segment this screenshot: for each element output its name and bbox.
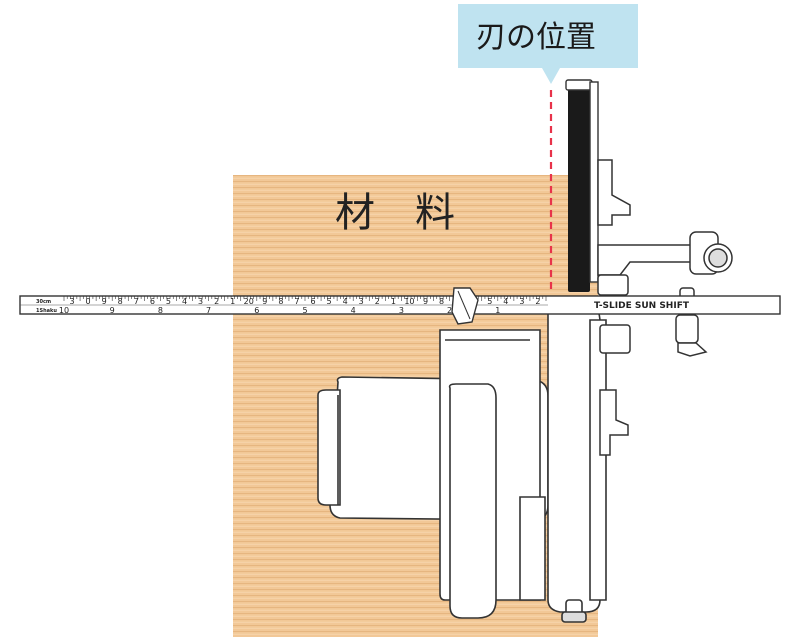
ruler-shaku-label: 1	[495, 306, 500, 315]
ruler-shaku-label: 4	[351, 306, 356, 315]
ruler-shaku-label: 7	[206, 306, 211, 315]
ruler-brand: T-SLIDE SUN SHIFT	[594, 301, 690, 311]
ruler-tick-label: 2	[535, 297, 540, 306]
ruler-tick-label: 5	[166, 297, 171, 306]
ruler-tick-label: 8	[118, 297, 123, 306]
material-label: 材 料	[335, 190, 455, 236]
ruler-tick-label: 9	[102, 297, 107, 306]
ruler-scale-top: 30987654321209876543211098765432	[69, 297, 540, 306]
saw-blade	[565, 79, 599, 292]
ruler-unit-bottom: 1Shaku	[36, 308, 57, 314]
saw-motor	[317, 329, 549, 619]
ruler-tick-label: 20	[244, 297, 254, 306]
ruler-tick-label: 6	[150, 297, 155, 306]
ruler-tick-label: 4	[182, 297, 187, 306]
ruler-shaku-label: 9	[110, 306, 115, 315]
ruler-shaku-label: 2	[447, 306, 452, 315]
ruler-shaku-label: 5	[302, 306, 307, 315]
ruler-tick-label: 8	[278, 297, 283, 306]
saw-base-edge	[451, 287, 479, 325]
guide-clamp-hardware	[597, 159, 733, 456]
ruler-tick-label: 9	[262, 297, 267, 306]
ruler-tick-label: 1	[230, 297, 235, 306]
ruler-tick-label: 3	[69, 297, 74, 306]
ruler-tick-label: 2	[214, 297, 219, 306]
ruler-tick-label: 9	[423, 297, 428, 306]
ruler-tick-label: 4	[503, 297, 508, 306]
ruler-scale-bottom: 10 9 8 7 6 5 4 3 2 1	[59, 306, 500, 315]
ruler-tick-label: 3	[519, 297, 524, 306]
ruler-tick-label: 1	[391, 297, 396, 306]
guide-ruler: 30987654321209876543211098765432 1098765…	[19, 287, 781, 325]
blade-position-callout: 刃の位置	[458, 4, 638, 290]
ruler-shaku-label: 10	[59, 306, 69, 315]
ruler-tick-label: 10	[404, 297, 414, 306]
ruler-tick-label: 7	[294, 297, 299, 306]
ruler-tick-label: 2	[375, 297, 380, 306]
saw-blade-guard	[547, 297, 607, 623]
callout-label: 刃の位置	[476, 20, 596, 55]
ruler-tick-label: 5	[487, 297, 492, 306]
ruler-unit-top: 30cm	[36, 299, 51, 305]
ruler-tick-label: 6	[310, 297, 315, 306]
ruler-ticks	[63, 296, 547, 301]
ruler-tick-label: 3	[359, 297, 364, 306]
ruler-tick-label: 7	[134, 297, 139, 306]
ruler-tick-label: 0	[86, 297, 91, 306]
ruler-tick-label: 4	[343, 297, 348, 306]
ruler-shaku-label: 8	[158, 306, 163, 315]
ruler-shaku-label: 3	[399, 306, 404, 315]
ruler-tick-label: 3	[198, 297, 203, 306]
ruler-tick-label: 8	[439, 297, 444, 306]
ruler-tick-label: 5	[327, 297, 332, 306]
ruler-shaku-label: 6	[254, 306, 259, 315]
